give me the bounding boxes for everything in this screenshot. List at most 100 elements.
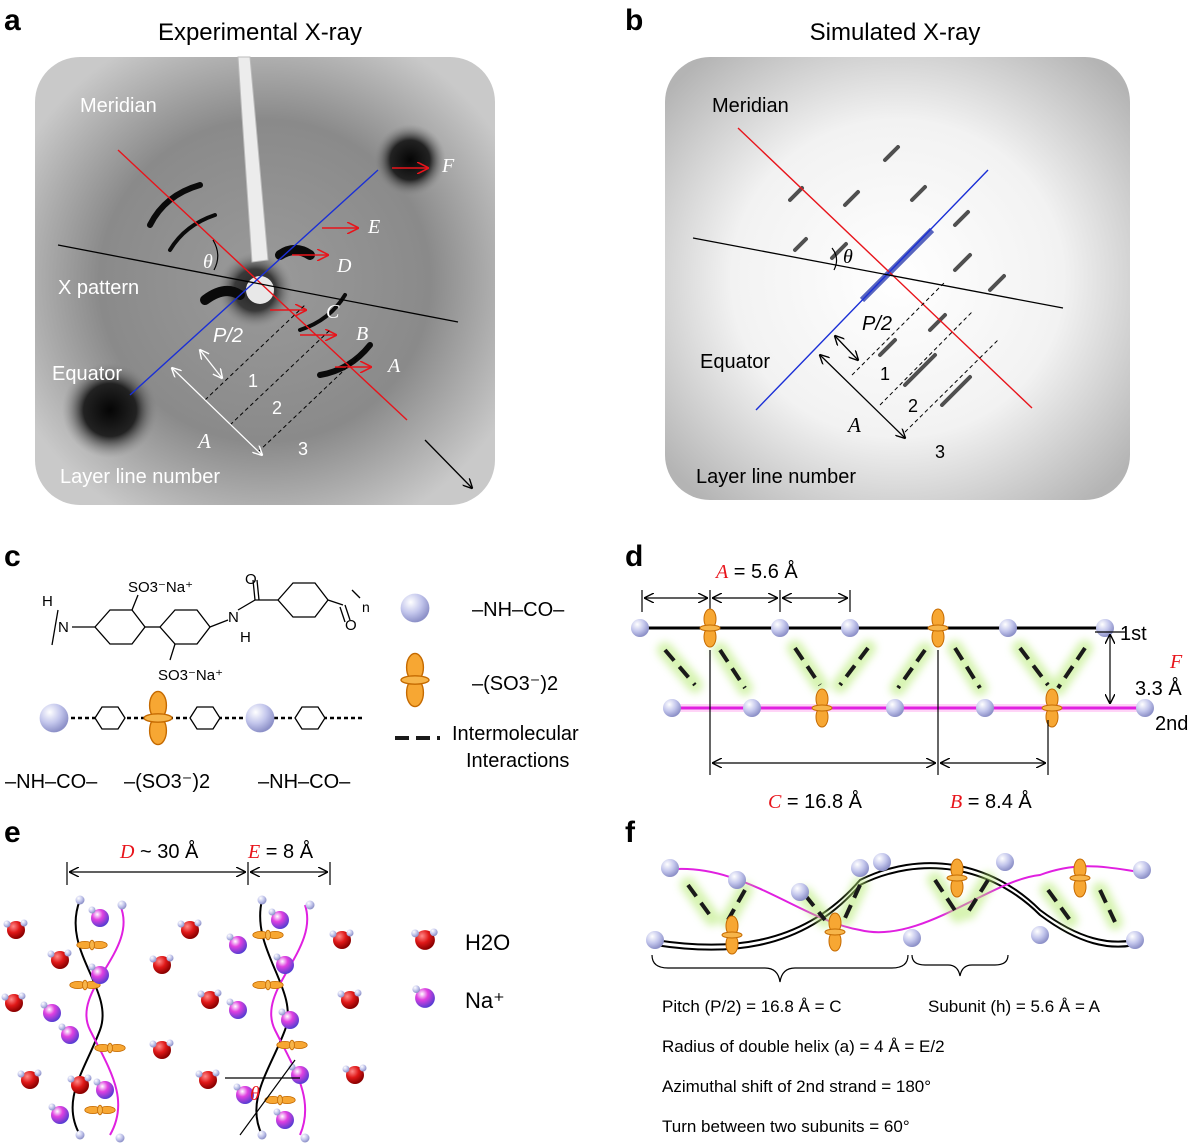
a-label: A (196, 429, 211, 453)
layer-line-number-label-b: Layer line number (696, 466, 856, 488)
d-A-value: A = 5.6 Å (714, 560, 798, 583)
label-F: F (441, 155, 455, 177)
bottom-label-amide-1: –NH–CO– (5, 771, 98, 793)
legend-interactions-line2: Interactions (466, 750, 569, 772)
layer-line-number-label: Layer line number (60, 466, 220, 488)
panel-b-title: Simulated X-ray (810, 19, 981, 46)
a-dimension-arrows (641, 590, 851, 612)
benzene-rings (94, 706, 326, 730)
label-E: E (367, 216, 380, 238)
e-dimension-arrows (66, 862, 331, 885)
f-subunit-line: Subunit (h) = 5.6 Å = A (928, 997, 1101, 1016)
meridian-label: Meridian (80, 95, 157, 117)
meridian-line-b (737, 127, 1033, 409)
legend-na-label: Na⁺ (465, 988, 505, 1013)
label-D: D (336, 255, 352, 277)
panel-a-title: Experimental X-ray (158, 19, 362, 46)
a-label-b: A (846, 413, 861, 437)
legend-na-icon (412, 985, 435, 1008)
panel-e: e D ~ 30 Å E = 8 Å (1, 816, 510, 1143)
f-azimuthal-line: Azimuthal shift of 2nd strand = 180° (662, 1077, 931, 1096)
panel-f: f (625, 816, 1151, 1136)
pitch-brace (651, 954, 909, 983)
x-pattern-line (57, 244, 459, 323)
amide-sphere (39, 703, 69, 733)
sulfonate-orbital (143, 690, 173, 746)
d-guides (709, 631, 1125, 775)
label-A: A (386, 355, 401, 377)
a-spacing-arrow (172, 368, 262, 455)
half-pitch-label-b: P/2 (862, 313, 892, 335)
panel-letter-e: e (4, 816, 21, 849)
e-molecules (1, 895, 367, 1143)
f-radius-line: Radius of double helix (a) = 4 Å = E/2 (662, 1037, 945, 1056)
bottom-label-amide-2: –NH–CO– (258, 771, 351, 793)
red-arrows (270, 168, 428, 367)
panel-letter-b: b (625, 4, 643, 37)
panel-letter-d: d (625, 540, 643, 573)
xray-spot (374, 124, 446, 196)
h-label-left: H (42, 593, 53, 610)
equator-label: Equator (52, 363, 122, 385)
e-theta-label: θ (250, 1083, 260, 1105)
layer-1-label: 1 (248, 371, 258, 391)
f-pitch-line: Pitch (P/2) = 16.8 Å = C (662, 997, 842, 1016)
n-label-right: N (228, 609, 239, 626)
legend-amide-label: –NH–CO– (472, 599, 565, 621)
x-pattern-line-b (692, 237, 1064, 309)
legend-water-label: H2O (465, 930, 510, 955)
d-F-value: 3.3 Å (1135, 677, 1182, 700)
xray-spot (62, 362, 158, 458)
theta-label-b: θ (843, 246, 853, 268)
d-B-value: B = 8.4 Å (950, 790, 1032, 813)
layer-2-label-b: 2 (908, 396, 918, 416)
e-E-value: E = 8 Å (247, 840, 314, 863)
e-D-value: D ~ 30 Å (119, 840, 199, 863)
equator-label-b: Equator (700, 351, 770, 373)
panel-letter-c: c (4, 540, 21, 573)
meridian-label-b: Meridian (712, 95, 789, 117)
layer-3-label: 3 (298, 439, 308, 459)
panel-d: d A = 5.6 Å (625, 540, 1188, 813)
panel-letter-f: f (625, 816, 636, 849)
theta-line (239, 1059, 296, 1136)
legend-amide-sphere (400, 593, 430, 623)
chemical-structure (51, 579, 361, 661)
theta-arc (212, 239, 219, 271)
theta-arc-b (831, 247, 838, 271)
legend-sulfonate-label: –(SO3⁻)2 (472, 673, 558, 695)
d-F-label: F (1169, 651, 1183, 673)
so3-top-label: SO3⁻Na⁺ (128, 579, 193, 596)
o-label-2: O (345, 617, 357, 634)
beam-center (246, 276, 274, 304)
subunit-brace (911, 954, 1009, 977)
layer-3-label-b: 3 (935, 442, 945, 462)
equator-line-b (755, 169, 989, 411)
d-interactions (657, 640, 1093, 696)
strand-2nd-label: 2nd (1155, 713, 1188, 735)
layer-direction-arrow (424, 439, 472, 488)
label-B: B (356, 323, 368, 345)
a-spacing-arrow-b (820, 355, 905, 438)
h-label-right: H (240, 629, 251, 646)
so3-bottom-label: SO3⁻Na⁺ (158, 667, 223, 684)
panel-b: b Simulated X-ray (625, 4, 1130, 500)
label-C: C (326, 301, 340, 323)
half-pitch-label: P/2 (213, 325, 243, 347)
beam-stop (237, 56, 269, 263)
n-subscript: n (362, 599, 370, 615)
legend-interactions-line1: Intermolecular (452, 723, 579, 745)
layer-1-label-b: 1 (880, 364, 890, 384)
panel-c: c SO3⁻Na⁺ SO3⁻Na⁺ H N N H O O (4, 540, 579, 793)
simulated-pattern-image (665, 57, 1130, 500)
legend-sulfonate-orbital (400, 652, 430, 708)
layer-2-label: 2 (272, 398, 282, 418)
f-turn-line: Turn between two subunits = 60° (662, 1117, 910, 1136)
amide-sphere (245, 703, 275, 733)
simulated-streaks (788, 145, 1006, 407)
x-pattern-label: X pattern (58, 277, 139, 299)
o-label-1: O (245, 571, 257, 588)
diffraction-arcs (147, 182, 373, 378)
strand-1st-label: 1st (1120, 623, 1147, 645)
